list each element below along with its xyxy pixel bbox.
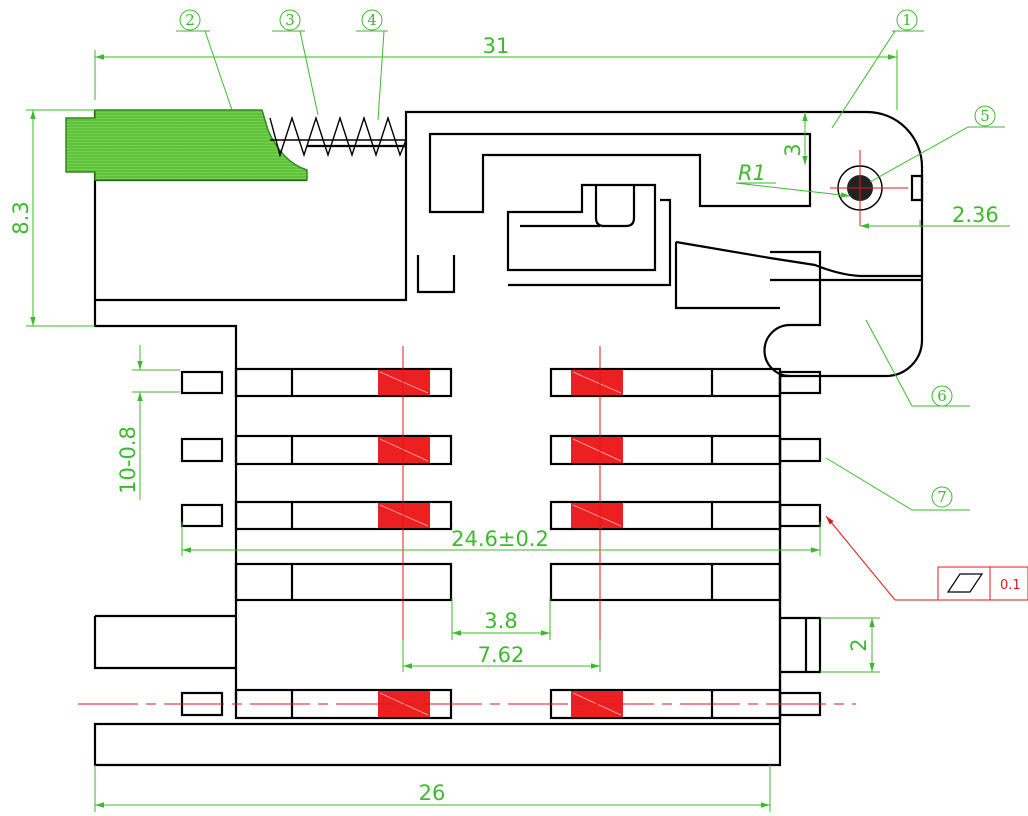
housing-outline [93,110,924,767]
dimension-lines: 31 8.3 3 R1 2.36 10-0.8 24.6±0.2 3. [9,34,1010,812]
dim-base-length: 26 [419,781,446,805]
dim-contact-span: 24.6±0.2 [451,527,549,551]
pad-hatch-line [379,504,429,527]
pad-hatch-line [572,438,622,462]
lever-slot [506,183,657,272]
contact-right-4 [549,562,782,602]
contact-left-3 [234,500,453,531]
dim-contact-pitch: 10-0.8 [116,426,140,494]
solder-tab-left [180,437,224,463]
callout-4: 4 [367,11,377,29]
pad-hatch-line [572,371,622,394]
dim-side-tab: 2 [847,638,871,651]
contact-left-1 [234,367,453,398]
lever-rail [508,198,672,287]
pivot-tab [910,174,924,202]
lever-base [674,242,780,310]
callout-6: 6 [937,387,947,405]
dim-contact-gap: 3.8 [484,609,517,633]
contact-left-4 [234,562,453,602]
solder-tab-left [180,370,224,395]
callouts: 2 3 4 1 5 6 7 [176,9,1005,511]
flatness-icon [946,573,984,593]
contact-left-2 [234,434,453,466]
solder-tab-right [778,437,822,463]
connector-body [93,110,924,767]
side-tab [780,616,822,674]
pad-hatch-line [572,504,622,527]
pad-hatch-line [379,438,429,462]
tolerance-value: 0.1 [1000,578,1021,593]
left-notch [93,614,236,670]
pivot-pin [830,150,908,226]
callout-5: 5 [980,107,990,125]
slider-tip [594,185,636,228]
callout-1: 1 [902,11,912,29]
left-wall [93,300,238,700]
solder-tab-right [778,503,822,528]
dim-contact-spacing: 7.62 [478,643,525,667]
latch-block [763,250,822,378]
pad-hatch-line [379,371,429,394]
flatness-tolerance-frame: 0.1 [825,515,1028,601]
callout-3: 3 [285,11,295,29]
callout-2: 2 [185,11,195,29]
push-button [65,109,308,181]
dim-pivot-offset: 2.36 [952,203,999,227]
lever-arm [675,240,922,278]
callout-7: 7 [937,488,947,506]
spring [269,115,407,158]
dim-pivot-radius: R1 [738,161,766,185]
dim-overall-length: 31 [483,34,510,58]
centerlines [78,346,856,705]
solder-tab-left [180,503,224,528]
lever-pocket [428,132,812,214]
dim-lever-height: 3 [781,143,805,156]
dim-overall-height: 8.3 [9,201,33,234]
small-slot [416,255,456,294]
